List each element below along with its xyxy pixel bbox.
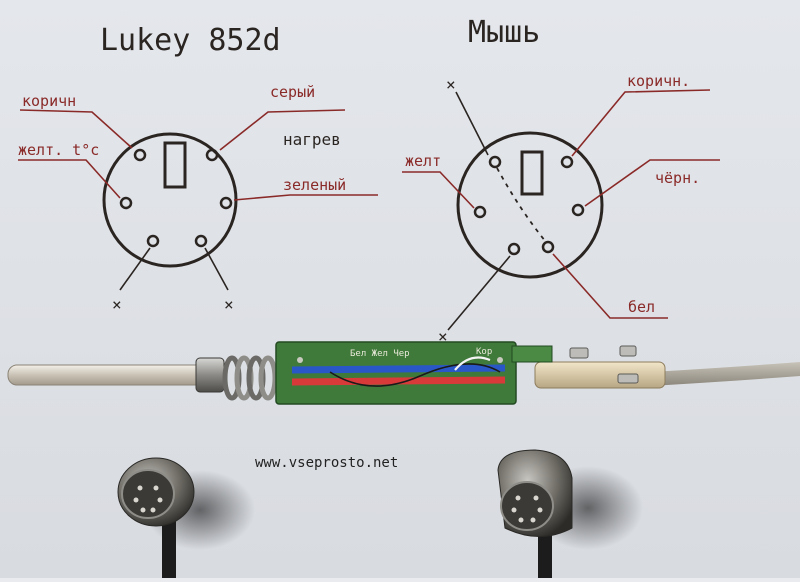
- leader-line: [219, 109, 346, 151]
- right-connector-outline: [456, 131, 604, 279]
- unused-mark: ×: [438, 327, 448, 346]
- leader-line: [233, 194, 378, 201]
- plug-face: [121, 469, 175, 519]
- left-pin-bottom-right: [194, 234, 208, 248]
- metal-nut: [195, 357, 225, 393]
- wire-black: [329, 363, 501, 387]
- right-connector-title: Мышь: [468, 15, 540, 50]
- leader-line: [204, 247, 229, 291]
- leader-line: [571, 89, 711, 157]
- solder-pad: [497, 357, 503, 363]
- right-pin-brown: [560, 155, 574, 169]
- right-pin-top-left: [488, 155, 502, 169]
- plug-face: [500, 481, 554, 531]
- glass-tube: [7, 364, 209, 386]
- wire-joint: [619, 345, 637, 357]
- pcb-board-right: [511, 345, 553, 363]
- left-pin-gray: [205, 148, 219, 162]
- plug-cable: [538, 530, 552, 578]
- wire-white: [454, 356, 491, 371]
- label-yellow-right: желт: [405, 152, 441, 170]
- right-connector-key: [520, 150, 544, 196]
- plug-pin: [153, 485, 159, 491]
- left-pin-brown: [133, 148, 147, 162]
- pcb-label: Кор: [476, 347, 492, 357]
- left-pin-yellow: [119, 196, 133, 210]
- label-heater: нагрев: [283, 130, 341, 149]
- left-pin-green: [219, 196, 233, 210]
- label-brown-right: коричн.: [627, 72, 690, 90]
- solder-pad: [297, 357, 303, 363]
- label-white: бел: [628, 298, 655, 316]
- left-plug: [117, 457, 255, 578]
- leader-line: [552, 253, 668, 319]
- wire-blue: [291, 364, 506, 374]
- plug-pin: [533, 495, 539, 501]
- soldering-iron-assembly: Бел Жел Чер Кор: [7, 341, 800, 405]
- plug-pin: [530, 517, 536, 523]
- unused-mark: ×: [446, 75, 456, 94]
- plug-pin: [537, 507, 543, 513]
- plug-pin: [515, 495, 521, 501]
- right-pin-black: [571, 203, 585, 217]
- label-black: чёрн.: [655, 169, 700, 187]
- plug-pin: [518, 517, 524, 523]
- right-connector-diagram: Мышь коричн. желт чёрн. бел × ×: [402, 15, 720, 346]
- plug-pin: [137, 485, 143, 491]
- unused-mark: ×: [224, 295, 234, 314]
- left-connector-title: Lukey 852d: [100, 23, 281, 58]
- right-pin-yellow: [473, 205, 487, 219]
- heat-shrink-sleeve: [534, 361, 666, 389]
- leader-line: [19, 109, 133, 149]
- leader-line: [119, 247, 151, 291]
- dashed-link: [496, 167, 547, 243]
- watermark: www.vseprosto.net: [255, 455, 398, 471]
- leader-line: [584, 159, 720, 207]
- label-gray: серый: [270, 83, 315, 101]
- pcb-board: [275, 341, 517, 405]
- label-green: зеленый: [283, 176, 346, 194]
- unused-mark: ×: [112, 295, 122, 314]
- plug-pin: [157, 497, 163, 503]
- plug-pin: [133, 497, 139, 503]
- leader-line: [18, 159, 121, 199]
- label-brown: коричн: [22, 92, 76, 110]
- right-pin-white: [541, 240, 555, 254]
- left-pin-bottom-left: [146, 234, 160, 248]
- plug-pin: [150, 507, 156, 513]
- leader-line: [402, 171, 475, 209]
- left-connector-diagram: Lukey 852d коричн желт. t°c серый нагрев…: [18, 23, 378, 314]
- leader-line: [447, 255, 511, 331]
- plug-cable: [162, 520, 176, 578]
- plug-pin: [140, 507, 146, 513]
- right-pin-bottom-left: [507, 242, 521, 256]
- wire-joint: [617, 373, 639, 384]
- wire-joint: [569, 347, 589, 359]
- leader-line: [455, 91, 489, 156]
- right-plug: [497, 449, 643, 578]
- pcb-label: Бел Жел Чер: [350, 349, 410, 359]
- cable: [650, 362, 800, 386]
- left-connector-key: [163, 141, 187, 189]
- plug-pin: [511, 507, 517, 513]
- spring: [222, 355, 278, 401]
- label-yellow-tc: желт. t°c: [18, 141, 99, 159]
- wire-red: [291, 376, 506, 386]
